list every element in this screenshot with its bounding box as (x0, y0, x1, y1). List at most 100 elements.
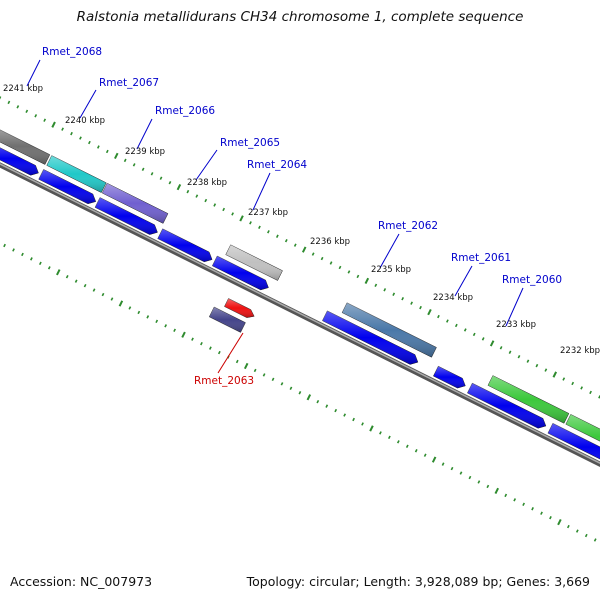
callout-line (252, 172, 271, 211)
backbone-highlight (0, 163, 600, 464)
outer-tick (51, 121, 56, 128)
inner-tick (441, 462, 445, 466)
topology-summary: Topology: circular; Length: 3,928,089 bp… (246, 574, 590, 589)
gene-label: Rmet_2066 (155, 105, 215, 117)
gene-label: Rmet_2068 (42, 46, 102, 58)
kbp-label: 2239 kbp (125, 147, 165, 157)
outer-tick (132, 163, 136, 167)
gene-label: Rmet_2065 (220, 137, 280, 149)
outer-tick (320, 256, 324, 261)
callout-line (505, 287, 524, 327)
inner-tick (30, 257, 33, 261)
inner-tick (191, 337, 194, 341)
inner-tick (423, 453, 427, 457)
outer-tick (311, 252, 315, 256)
gene-features (0, 129, 600, 460)
outer-tick (123, 158, 127, 163)
inner-tick (164, 324, 168, 328)
inner-tick (513, 498, 517, 502)
outer-tick (427, 308, 432, 316)
orf-arrow-4-shade (157, 228, 213, 262)
outer-tick (463, 328, 467, 332)
inner-tick (388, 435, 391, 440)
gene-rmet_2067-shade (46, 155, 107, 193)
callout-line (26, 59, 41, 87)
inner-tick (504, 493, 508, 498)
callout-line (136, 118, 153, 150)
inner-tick (405, 444, 409, 448)
outer-tick (301, 246, 307, 253)
inner-tick (118, 300, 124, 307)
gene-label: Rmet_2062 (378, 220, 438, 232)
outer-tick (16, 105, 20, 109)
inner-tick (280, 382, 284, 386)
outer-tick (267, 230, 270, 234)
inner-tick (325, 404, 329, 408)
outer-tick (472, 332, 476, 337)
kbp-label: 2238 kbp (187, 178, 227, 188)
outer-tick (7, 100, 11, 105)
inner-tick (83, 283, 87, 288)
kbp-label: 2235 kbp (371, 265, 411, 275)
orf-arrow-8-shade (467, 383, 546, 429)
outer-tick (25, 109, 29, 114)
inner-tick (253, 368, 257, 373)
outer-tick (96, 145, 100, 149)
inner-tick (477, 480, 481, 484)
inner-tick (343, 413, 347, 417)
inner-tick (361, 422, 364, 426)
outer-tick (231, 212, 234, 216)
inner-tick (468, 475, 472, 480)
kbp-label: 2240 kbp (65, 116, 105, 126)
outer-tick (481, 337, 485, 341)
inner-tick (352, 417, 355, 422)
outer-tick (284, 239, 288, 243)
inner-tick (181, 331, 186, 338)
inner-tick (65, 275, 69, 279)
gene-rmet-2063-arrow-shade (224, 298, 255, 318)
gene-label: Rmet_2064 (247, 159, 307, 171)
callout-line (195, 149, 218, 181)
inner-tick (128, 306, 132, 310)
outer-tick (79, 136, 82, 140)
orf-arrow-3-shade (95, 197, 158, 235)
outer-tick (141, 167, 145, 172)
orf-arrow-6-shade (322, 310, 418, 365)
inner-tick (298, 391, 302, 395)
gene-rmet_2066-shade (102, 183, 168, 224)
outer-tick (526, 359, 530, 363)
outer-tick (589, 390, 592, 395)
outer-tick (347, 270, 351, 274)
outer-tick (517, 355, 521, 359)
inner-tick (38, 261, 42, 266)
outer-tick (364, 277, 370, 284)
outer-tick (195, 194, 199, 198)
inner-tick (74, 279, 78, 283)
inner-tick (217, 350, 221, 355)
inner-tick (12, 248, 15, 252)
outer-tick (222, 207, 226, 212)
inner-tick (262, 373, 266, 377)
outer-tick (168, 180, 172, 185)
gene-rmet_2063-shade (209, 306, 246, 333)
inner-tick (110, 297, 114, 301)
outer-tick (114, 152, 119, 160)
outer-tick (562, 377, 566, 381)
inner-tick (155, 319, 159, 324)
outer-tick (159, 176, 163, 180)
inner-tick (146, 315, 150, 319)
gene-rmet_2064-shade (225, 244, 283, 281)
inner-tick (271, 377, 275, 382)
inner-tick (540, 511, 543, 515)
gene-rmet_2060-shade (487, 375, 569, 424)
callout-line (379, 233, 400, 269)
outer-tick (410, 301, 413, 305)
outer-tick (571, 381, 575, 386)
inner-tick (235, 359, 239, 364)
callout-line (217, 332, 244, 374)
outer-tick (258, 225, 261, 230)
outer-tick (508, 350, 512, 354)
orf-arrow-1-shade (0, 147, 39, 176)
